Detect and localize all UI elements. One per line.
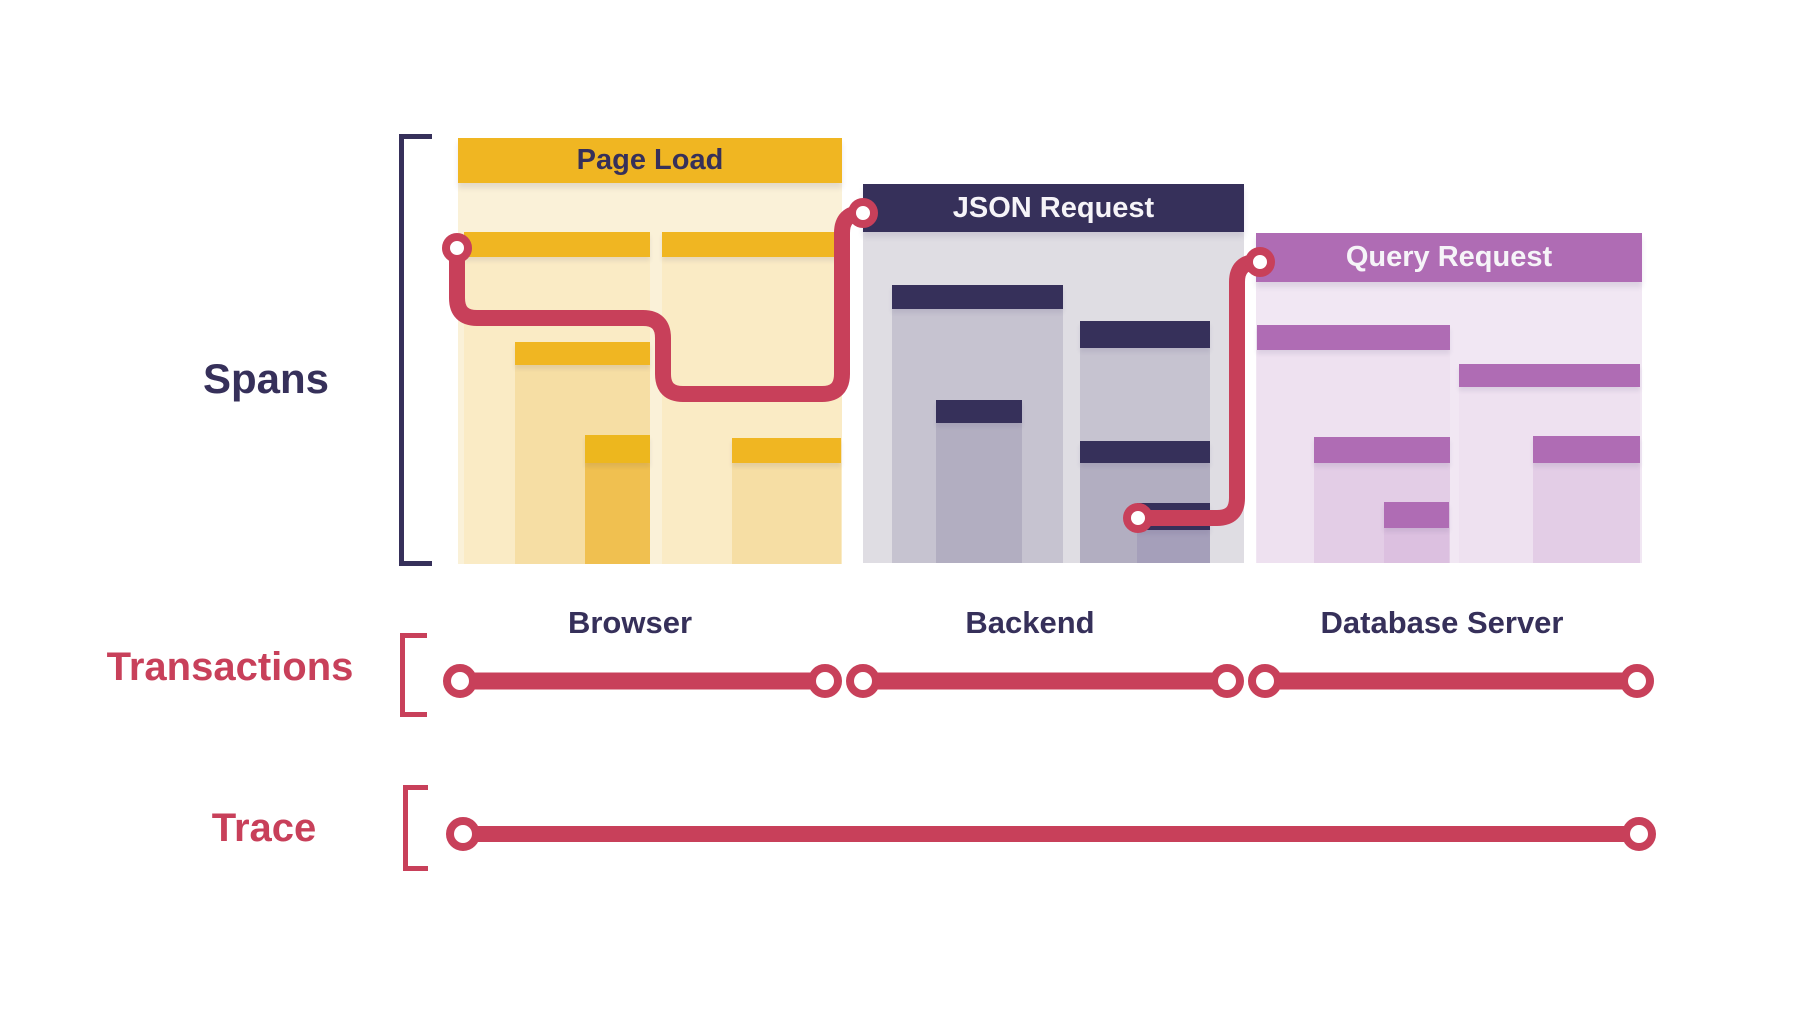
span-header-query-request: Query Request bbox=[1256, 233, 1642, 282]
service-label-browser: Browser bbox=[567, 605, 693, 640]
spans-bracket bbox=[399, 134, 432, 566]
query-span-l3-right bbox=[1533, 436, 1640, 563]
span-bar-header bbox=[1080, 441, 1210, 463]
trace-bracket bbox=[403, 785, 428, 871]
transaction-node bbox=[846, 664, 880, 698]
json-span-l4-right bbox=[1137, 503, 1210, 563]
span-block-query-request: Query Request bbox=[1256, 233, 1642, 563]
span-bar-header bbox=[585, 435, 650, 463]
trace-node bbox=[446, 817, 480, 851]
span-block-page-load: Page Load bbox=[458, 138, 842, 564]
span-bar-header bbox=[1137, 503, 1210, 530]
span-bar-header bbox=[1257, 325, 1450, 350]
span-bar-header bbox=[1384, 502, 1449, 528]
span-bar-header bbox=[1533, 436, 1640, 463]
transaction-node bbox=[443, 664, 477, 698]
span-bar-header bbox=[1459, 364, 1640, 387]
transaction-node bbox=[1248, 664, 1282, 698]
span-header-json-request: JSON Request bbox=[863, 184, 1244, 232]
pageload-span-l4-left bbox=[585, 435, 650, 564]
span-block-json-request: JSON Request bbox=[863, 184, 1244, 563]
pageload-span-l3-right bbox=[732, 438, 841, 564]
service-label-backend: Backend bbox=[965, 605, 1095, 640]
service-label-database-server: Database Server bbox=[1320, 605, 1564, 640]
transaction-node bbox=[808, 664, 842, 698]
span-bar-header bbox=[464, 232, 650, 257]
span-bar-header bbox=[662, 232, 842, 257]
row-label-spans: Spans bbox=[202, 355, 330, 402]
row-label-trace: Trace bbox=[211, 806, 317, 850]
row-label-transactions: Transactions bbox=[106, 645, 354, 689]
trace-node bbox=[1622, 817, 1656, 851]
query-span-l4-left bbox=[1384, 502, 1449, 563]
transaction-node bbox=[1210, 664, 1244, 698]
transaction-node bbox=[1620, 664, 1654, 698]
json-span-l3-left bbox=[936, 400, 1022, 563]
transactions-bracket bbox=[400, 633, 427, 717]
span-bar-header bbox=[732, 438, 841, 463]
span-bar-header bbox=[936, 400, 1022, 423]
span-bar-header bbox=[1314, 437, 1450, 463]
span-header-page-load: Page Load bbox=[458, 138, 842, 183]
span-bar-header bbox=[892, 285, 1063, 309]
span-bar-header bbox=[515, 342, 650, 365]
span-bar-header bbox=[1080, 321, 1210, 348]
